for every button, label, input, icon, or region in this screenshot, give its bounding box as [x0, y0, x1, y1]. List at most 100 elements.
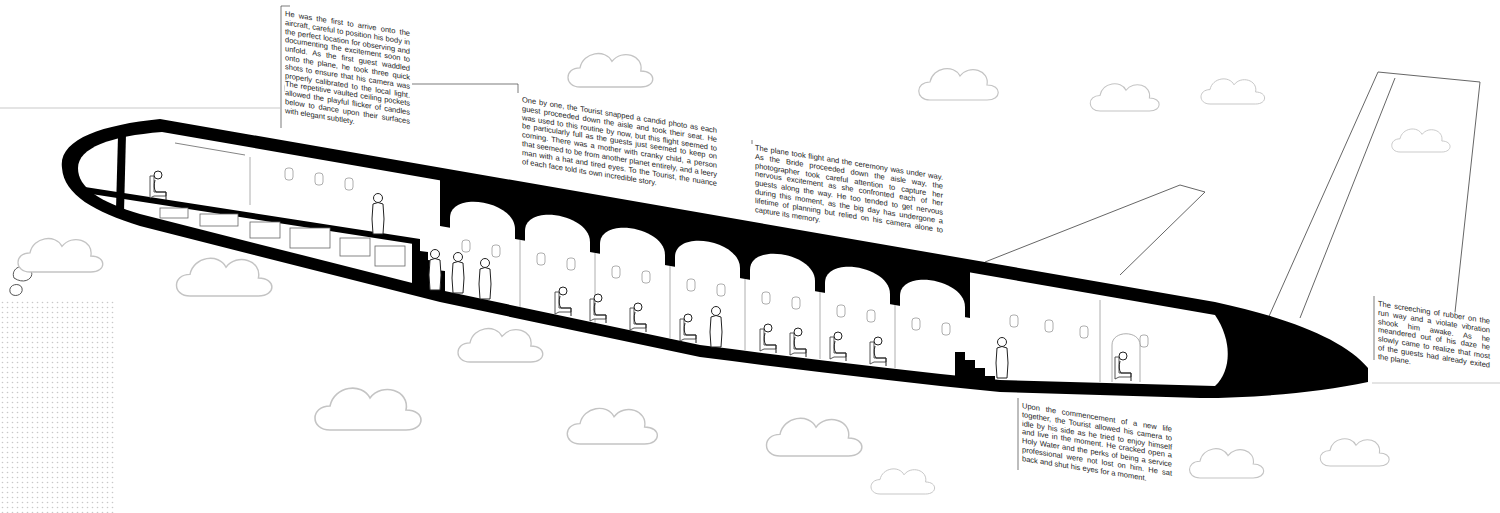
windows — [762, 292, 770, 304]
clouds — [568, 54, 653, 87]
tail-and-wing — [1300, 78, 1395, 318]
windows — [717, 284, 725, 296]
clouds — [919, 69, 999, 100]
clouds — [567, 408, 657, 444]
windows — [1080, 326, 1088, 338]
story-note: One by one, the Tourist snapped a candid… — [522, 96, 717, 197]
clouds — [767, 418, 862, 456]
vault-arches — [825, 267, 890, 305]
pillars — [520, 240, 521, 307]
figures — [479, 259, 491, 300]
figures — [830, 332, 846, 361]
ground-lines — [1372, 383, 1500, 384]
windows — [345, 178, 353, 190]
clouds — [1392, 129, 1450, 152]
clouds — [1090, 84, 1159, 111]
cargo-clutter — [200, 214, 238, 226]
windows — [315, 173, 323, 185]
vault-arches — [900, 280, 965, 318]
windows — [912, 318, 920, 330]
figures — [790, 328, 806, 357]
cargo-clutter — [160, 143, 405, 266]
vault-arches — [750, 254, 815, 292]
ground-lines — [0, 300, 115, 513]
decks-and-stairs — [116, 134, 126, 212]
clouds — [18, 239, 103, 272]
ground-lines — [0, 108, 280, 109]
windows — [567, 258, 575, 270]
leader-lines — [412, 84, 518, 93]
windows — [792, 297, 800, 309]
cargo-clutter — [250, 222, 280, 238]
vault-arches — [675, 241, 740, 279]
leader-lines — [1018, 398, 1019, 470]
clouds — [18, 54, 1450, 494]
figures — [372, 194, 384, 235]
figures — [452, 253, 464, 294]
windows — [687, 279, 695, 291]
windows — [867, 310, 875, 322]
ground-lines — [10, 285, 22, 296]
figures — [630, 303, 646, 332]
clouds — [1320, 439, 1389, 466]
figures — [150, 171, 166, 200]
windows — [1140, 335, 1148, 347]
story-note: He was the first to arrive onto the airc… — [285, 10, 410, 135]
clouds — [315, 388, 421, 430]
clouds — [458, 329, 543, 362]
cargo-clutter — [175, 143, 245, 155]
tail-and-wing — [985, 185, 1205, 275]
clouds — [1190, 449, 1264, 478]
windows — [642, 271, 650, 283]
windows — [1010, 315, 1018, 327]
figures — [996, 338, 1008, 379]
decks-and-stairs — [85, 187, 420, 245]
clouds — [177, 258, 272, 296]
figures — [710, 307, 722, 348]
pillars — [250, 157, 251, 205]
tail-and-wing — [1262, 72, 1480, 340]
story-note: Upon the commencement of a new life toge… — [1022, 402, 1172, 487]
clouds — [871, 469, 935, 494]
vault-arches — [600, 228, 665, 266]
windows — [612, 266, 620, 278]
pillars — [1100, 300, 1101, 382]
windows — [1112, 334, 1140, 382]
windows — [492, 245, 500, 257]
figures — [429, 250, 441, 291]
ground-lines — [0, 108, 1500, 513]
cargo-clutter — [340, 238, 370, 256]
windows — [537, 253, 545, 265]
figures — [1115, 352, 1131, 381]
windows — [942, 323, 950, 335]
windows — [837, 305, 845, 317]
windows — [285, 168, 293, 180]
vault-arches — [450, 202, 515, 240]
cargo-clutter — [290, 228, 330, 248]
figures — [555, 287, 571, 316]
windows — [285, 168, 1148, 382]
leader-lines — [752, 140, 753, 144]
decks-and-stairs — [955, 352, 995, 384]
figures — [680, 314, 696, 343]
decks-and-stairs — [412, 242, 445, 300]
story-note: The screeching of rubber on the run way … — [1378, 300, 1490, 379]
leader-lines — [1374, 296, 1375, 360]
figures — [590, 294, 606, 323]
decks-and-stairs — [85, 134, 995, 384]
figures — [870, 337, 886, 366]
leader-lines — [281, 6, 1374, 470]
cargo-clutter — [375, 246, 405, 266]
pillars — [820, 292, 821, 359]
pillars — [895, 305, 896, 368]
windows — [1045, 320, 1053, 332]
pillars — [745, 279, 746, 350]
pillars — [670, 266, 671, 338]
figures — [760, 324, 776, 353]
figures — [150, 171, 1131, 381]
clouds — [1201, 79, 1265, 104]
windows — [462, 240, 470, 252]
vault-arches — [525, 215, 590, 253]
cargo-clutter — [160, 208, 188, 218]
